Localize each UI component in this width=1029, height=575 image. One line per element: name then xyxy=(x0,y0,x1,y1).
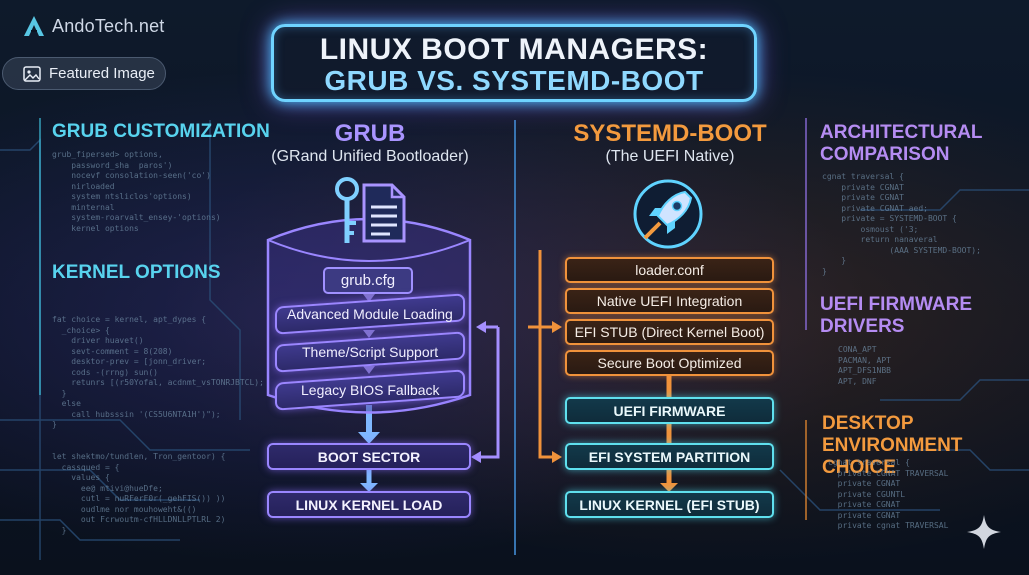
featured-image-label: Featured Image xyxy=(49,65,155,82)
systemd-boot-title: SYSTEMD-BOOT xyxy=(573,120,767,147)
architectural-comparison-heading: ARCHITECTURAL COMPARISON xyxy=(820,122,983,166)
grub-title: GRUB xyxy=(334,120,406,147)
layer-label: Theme/Script Support xyxy=(301,344,439,361)
uefi-firmware-drivers-heading: UEFI FIRMWARE DRIVERS xyxy=(820,294,972,338)
code-snippet-right-1: cgnat traversal { private CGNAT private … xyxy=(822,172,981,276)
kernel-options-heading: KERNEL OPTIONS xyxy=(52,262,221,283)
brand-name: AndoTech.net xyxy=(52,15,165,36)
featured-image-badge[interactable]: Featured Image xyxy=(2,57,166,90)
boot-sector-box: BOOT SECTOR xyxy=(267,443,471,470)
rocket-icon xyxy=(633,179,703,249)
code-snippet-right-2: CONA_APT PACMAN, APT APT_DFS1NBB APT, DN… xyxy=(838,345,891,386)
title-line-1: LINUX BOOT MANAGERS: xyxy=(319,33,709,66)
desktop-environment-line-1: DESKTOP ENVIRONMENT xyxy=(822,413,963,456)
linux-kernel-efi-stub-box: LINUX KERNEL (EFI STUB) xyxy=(565,491,774,518)
grub-customization-heading: GRUB CUSTOMIZATION xyxy=(52,121,270,142)
code-snippet-right-3: cgnat traversal { private CGNAT TRAVERSA… xyxy=(828,458,949,530)
code-snippet-left-3: let shektmo/tundlen, Tron_gentoor) { cas… xyxy=(52,452,226,535)
code-snippet-left-1: grub_fipersed> options, password_sha par… xyxy=(52,150,221,233)
layer-label: Legacy BIOS Fallback xyxy=(300,382,440,399)
code-snippet-left-2: fat choice = kernel, apt_dypes { _choice… xyxy=(52,315,264,429)
efi-system-partition-box: EFI SYSTEM PARTITION xyxy=(565,443,774,470)
native-uefi-integration-box: Native UEFI Integration xyxy=(565,288,774,314)
secure-boot-box: Secure Boot Optimized xyxy=(565,350,774,376)
uefi-firmware-box: UEFI FIRMWARE xyxy=(565,397,774,424)
desktop-environment-heading: DESKTOP ENVIRONMENT CHOICE xyxy=(822,413,1029,479)
sparkle-icon xyxy=(967,515,1001,549)
architectural-comparison-line-2: COMPARISON xyxy=(820,144,950,165)
uefi-drivers-line-1: UEFI FIRMWARE xyxy=(820,294,972,315)
grub-kernel-load-box: LINUX KERNEL LOAD xyxy=(267,491,471,518)
architectural-comparison-line-1: ARCHITECTURAL xyxy=(820,122,983,143)
title-box: LINUX BOOT MANAGERS: GRUB VS. SYSTEMD-BO… xyxy=(271,24,757,102)
title-line-2: GRUB VS. SYSTEMD-BOOT xyxy=(324,65,704,96)
desktop-environment-line-2: CHOICE xyxy=(822,457,896,478)
brand[interactable]: AndoTech.net xyxy=(22,14,164,38)
loader-conf-box: loader.conf xyxy=(565,257,774,283)
systemd-boot-subtitle: (The UEFI Native) xyxy=(605,148,735,165)
uefi-drivers-line-2: DRIVERS xyxy=(820,316,905,337)
grub-subtitle: (GRand Unified Bootloader) xyxy=(271,148,469,165)
image-icon xyxy=(23,65,41,82)
grub-cfg-box: grub.cfg xyxy=(323,267,413,294)
a-logo-icon xyxy=(24,16,44,36)
key-and-file-icon xyxy=(335,177,406,243)
efi-stub-box: EFI STUB (Direct Kernel Boot) xyxy=(565,319,774,345)
layer-label: Advanced Module Loading xyxy=(287,306,453,323)
